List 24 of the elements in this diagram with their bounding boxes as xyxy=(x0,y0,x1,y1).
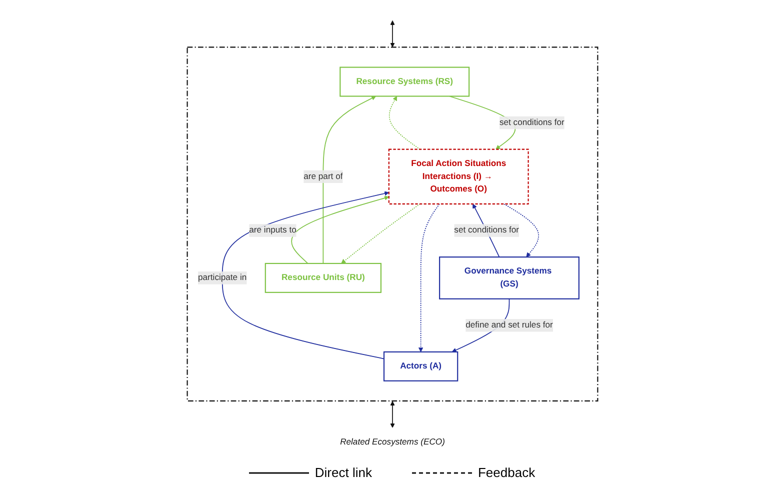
legend-label: Feedback xyxy=(478,465,536,480)
arrow xyxy=(388,96,420,150)
arrow xyxy=(418,204,440,352)
legend-label: Direct link xyxy=(314,465,372,480)
arrow xyxy=(290,196,389,264)
edge-label: define and set rules for xyxy=(465,320,552,330)
edge-label: set conditions for xyxy=(498,118,564,128)
node-box: Actors (A) xyxy=(382,351,458,382)
edge-label: participate in xyxy=(198,273,246,282)
node-box: Focal Action Situations Interactions (I) → Outcomes (O) xyxy=(388,148,528,204)
arrow xyxy=(340,204,420,264)
arrow xyxy=(221,191,389,360)
edge-label: set conditions for xyxy=(454,226,519,235)
arrow xyxy=(390,20,394,48)
cluster xyxy=(186,46,598,402)
node-box: Resource Units (RU) xyxy=(264,262,381,293)
arrow xyxy=(503,204,538,258)
node-text: Related Ecosystems (ECO) xyxy=(340,437,444,447)
arrow xyxy=(322,96,376,264)
node-box: Governance Systems (GS) xyxy=(438,256,579,300)
arrow xyxy=(390,400,394,428)
edge-label: are part of xyxy=(303,172,342,181)
node-box: Resource Systems (RS) xyxy=(339,66,470,97)
edge-label: are inputs to xyxy=(248,226,296,235)
